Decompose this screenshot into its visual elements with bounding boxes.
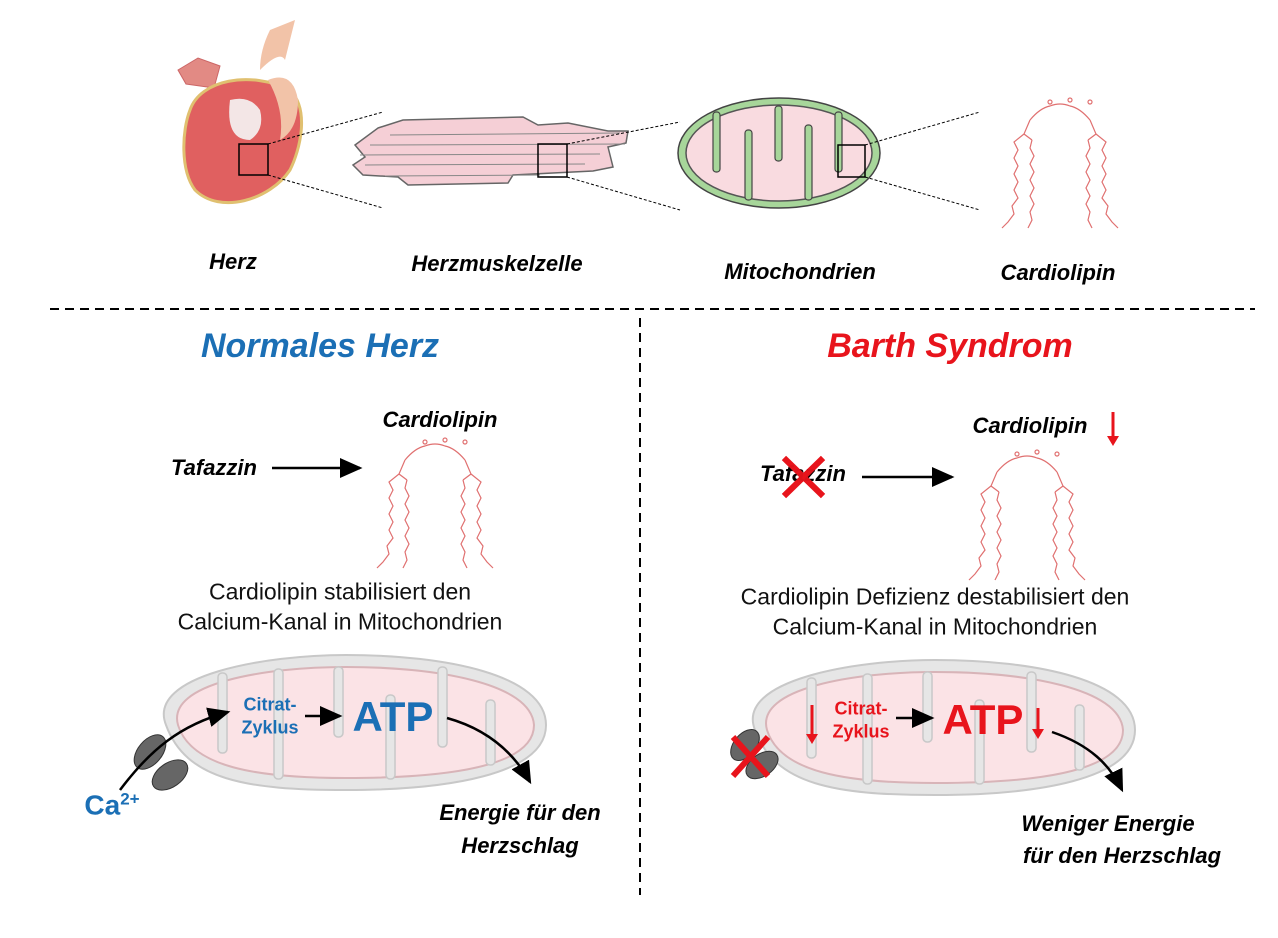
barth-result-line2: für den Herzschlag bbox=[1022, 843, 1222, 868]
ion-charge: 2+ bbox=[120, 789, 140, 809]
heart-illustration bbox=[177, 20, 304, 205]
mitochondrion-illustration bbox=[677, 97, 881, 209]
muscle-cell-illustration bbox=[351, 116, 629, 186]
barth-atp: ATP bbox=[942, 696, 1024, 743]
normal-result-line1: Energie für den bbox=[439, 800, 601, 825]
barth-product-label: Cardiolipin bbox=[972, 413, 1088, 438]
cycle-line2: Zyklus bbox=[832, 721, 890, 741]
cycle-line1: Citrat- bbox=[243, 694, 297, 715]
normal-citric-cycle: Citrat-Zyklus bbox=[241, 694, 298, 739]
barth-enzyme-label: Tafazzin bbox=[760, 461, 846, 486]
normal-product-label: Cardiolipin bbox=[382, 407, 498, 432]
ion-symbol: Ca bbox=[84, 789, 121, 821]
calcium-ion-label: Ca2+ bbox=[84, 790, 139, 819]
normal-atp: ATP bbox=[352, 693, 434, 740]
label-heart: Herz bbox=[209, 249, 257, 274]
barth-description-line2: Calcium-Kanal in Mitochondrien bbox=[772, 613, 1098, 640]
normal-enzyme-label: Tafazzin bbox=[171, 455, 257, 480]
barth-syndrome-title: Barth Syndrom bbox=[827, 327, 1073, 365]
cardiolipin-molecule-top bbox=[1001, 97, 1119, 229]
label-cardiolipin: Cardiolipin bbox=[1000, 260, 1116, 285]
cardiolipin-molecule-normal bbox=[376, 437, 494, 569]
barth-result-line1: Weniger Energie bbox=[1021, 811, 1195, 836]
calcium-channel-icon bbox=[133, 734, 189, 791]
normal-heart-title: Normales Herz bbox=[200, 327, 440, 365]
barth-citric-cycle: Citrat-Zyklus bbox=[832, 698, 889, 743]
normal-result-line2: Herzschlag bbox=[461, 833, 579, 858]
atp-to-energy-arrow-barth bbox=[1051, 730, 1124, 793]
normal-description-line1: Cardiolipin stabilisiert den bbox=[208, 578, 472, 605]
cycle-line1: Citrat- bbox=[834, 698, 888, 719]
atp-to-energy-arrow bbox=[446, 716, 532, 785]
label-muscle-cell: Herzmuskelzelle bbox=[411, 251, 583, 276]
blocked-x-icon bbox=[730, 734, 771, 779]
label-mitochondria: Mitochondrien bbox=[724, 259, 876, 284]
normal-description-line2: Calcium-Kanal in Mitochondrien bbox=[177, 608, 503, 635]
barth-description-line1: Cardiolipin Defizienz destabilisiert den bbox=[740, 583, 1130, 610]
cycle-line2: Zyklus bbox=[241, 717, 299, 737]
calcium-arrow bbox=[119, 707, 231, 791]
cardiolipin-molecule-barth bbox=[968, 449, 1086, 581]
